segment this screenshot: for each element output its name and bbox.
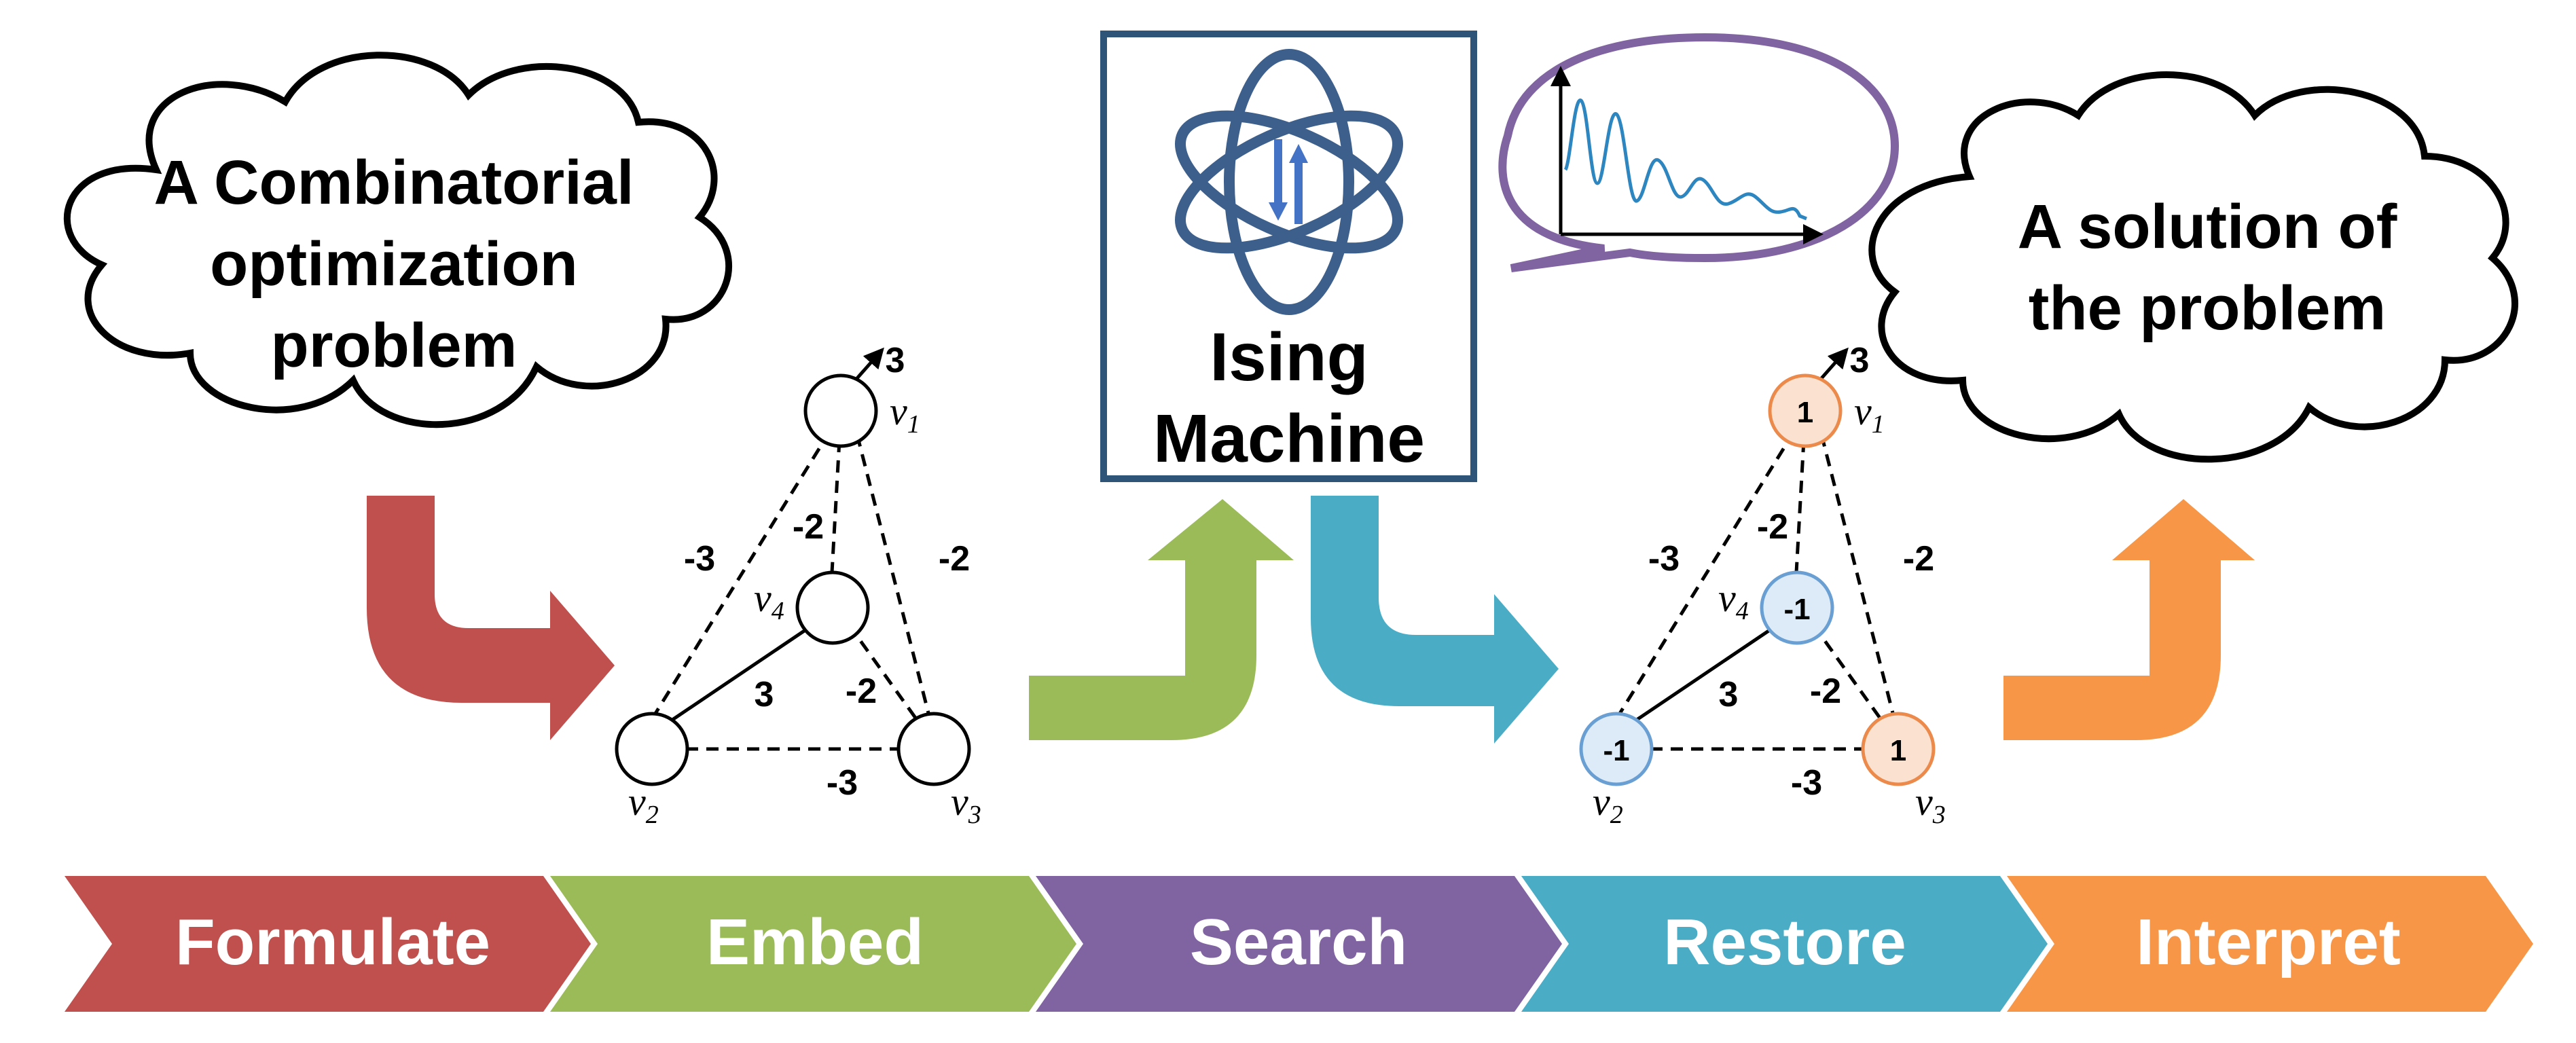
weight-v4-v2: 3 xyxy=(755,675,774,714)
weight-v2-v3: -3 xyxy=(827,763,858,803)
spin-node-v3 xyxy=(1861,712,1936,786)
weight-v4-v3-r: -2 xyxy=(1810,672,1841,711)
embed-arrow xyxy=(1029,499,1294,740)
stage-formulate xyxy=(65,876,591,1012)
spin-value-v4: -1 xyxy=(1783,593,1810,626)
edge-v4-v2 xyxy=(671,619,820,722)
label-v2: v2 xyxy=(628,780,659,829)
problem-cloud-line-2: optimization xyxy=(210,230,578,299)
edge-v1-v4-r xyxy=(1794,439,1806,573)
ising-machine-box: Ising Machine xyxy=(1100,31,1477,482)
edge-v4-v2-r xyxy=(1635,619,1784,722)
spin-node-v4 xyxy=(1760,570,1834,645)
node-v4 xyxy=(795,570,870,645)
stage-embed-label: Embed xyxy=(706,906,924,978)
restore-arrow xyxy=(1311,496,1559,744)
weight-v1-v2: -3 xyxy=(684,539,715,579)
weight-v1-v4: -2 xyxy=(793,507,824,547)
pipeline-bar: Formulate Embed Search Restore Interpret xyxy=(65,876,2533,1012)
stage-embed xyxy=(550,876,1076,1012)
atom-icon xyxy=(1175,49,1403,315)
weight-v2-v3-r: -3 xyxy=(1791,763,1822,803)
node-v3 xyxy=(896,712,971,786)
weight-v1-v3-r: -2 xyxy=(1903,539,1934,579)
spin-value-v3: 1 xyxy=(1890,734,1906,767)
node-v1 xyxy=(803,373,878,448)
graph-after: 1 -1 -1 1 3 -3 -2 -2 3 -2 -3 v1 v4 v2 v3 xyxy=(1579,341,1946,829)
speech-bubble-icon xyxy=(1498,33,1900,272)
interpret-arrow xyxy=(2003,499,2255,740)
spin-value-v2: -1 xyxy=(1603,734,1629,767)
spin-arrows-icon xyxy=(1269,139,1308,224)
stage-restore xyxy=(1521,876,2048,1012)
solution-cloud-line-2: the problem xyxy=(2029,274,2386,343)
problem-cloud: A Combinatorial optimization problem xyxy=(63,52,733,428)
label-v1-r: v1 xyxy=(1854,389,1885,439)
solution-cloud: A solution of the problem xyxy=(1868,71,2518,463)
solution-cloud-line-1: A solution of xyxy=(2018,192,2397,261)
edge-v1-v4 xyxy=(830,439,841,573)
graph-before: 3 -3 -2 -2 3 -2 -3 v1 v4 v2 v3 xyxy=(615,341,981,829)
weight-v1-v4-r: -2 xyxy=(1757,507,1788,547)
spin-value-v1: 1 xyxy=(1797,396,1813,429)
weight-v1-v2-r: -3 xyxy=(1648,539,1680,579)
ising-machine-line-1: Ising xyxy=(1210,319,1368,395)
stage-interpret xyxy=(2007,876,2533,1012)
label-v1: v1 xyxy=(890,389,920,439)
weight-v1-v3: -2 xyxy=(939,539,970,579)
formulate-arrow xyxy=(367,496,615,740)
weight-v4-v3: -2 xyxy=(846,672,877,711)
signal-plot xyxy=(1550,66,1824,244)
ising-machine-line-2: Machine xyxy=(1153,401,1425,477)
problem-cloud-line-1: A Combinatorial xyxy=(153,148,634,217)
stage-search-label: Search xyxy=(1190,906,1407,978)
bias-v1-label: 3 xyxy=(886,341,905,380)
stage-formulate-label: Formulate xyxy=(175,906,490,978)
label-v4-r: v4 xyxy=(1718,576,1749,625)
label-v3: v3 xyxy=(951,780,981,829)
edge-v1-v2 xyxy=(643,430,832,731)
weight-v4-v2-r: 3 xyxy=(1719,675,1739,714)
problem-cloud-line-3: problem xyxy=(271,311,518,380)
edge-v1-v2-r xyxy=(1608,430,1796,731)
label-v4: v4 xyxy=(754,576,784,625)
graph-before-edges xyxy=(643,347,930,751)
spin-node-v1 xyxy=(1768,373,1843,448)
stage-search xyxy=(1036,876,1562,1012)
node-v2 xyxy=(615,712,689,786)
label-v2-r: v2 xyxy=(1593,780,1623,829)
spin-node-v2 xyxy=(1579,712,1654,786)
bias-v1-label-r: 3 xyxy=(1850,341,1870,380)
decaying-signal xyxy=(1563,98,1807,221)
stage-interpret-label: Interpret xyxy=(2136,906,2400,978)
stage-restore-label: Restore xyxy=(1663,906,1906,978)
edge-v1-v3 xyxy=(855,434,930,714)
edge-v1-v3-r xyxy=(1819,434,1895,714)
label-v3-r: v3 xyxy=(1915,780,1946,829)
